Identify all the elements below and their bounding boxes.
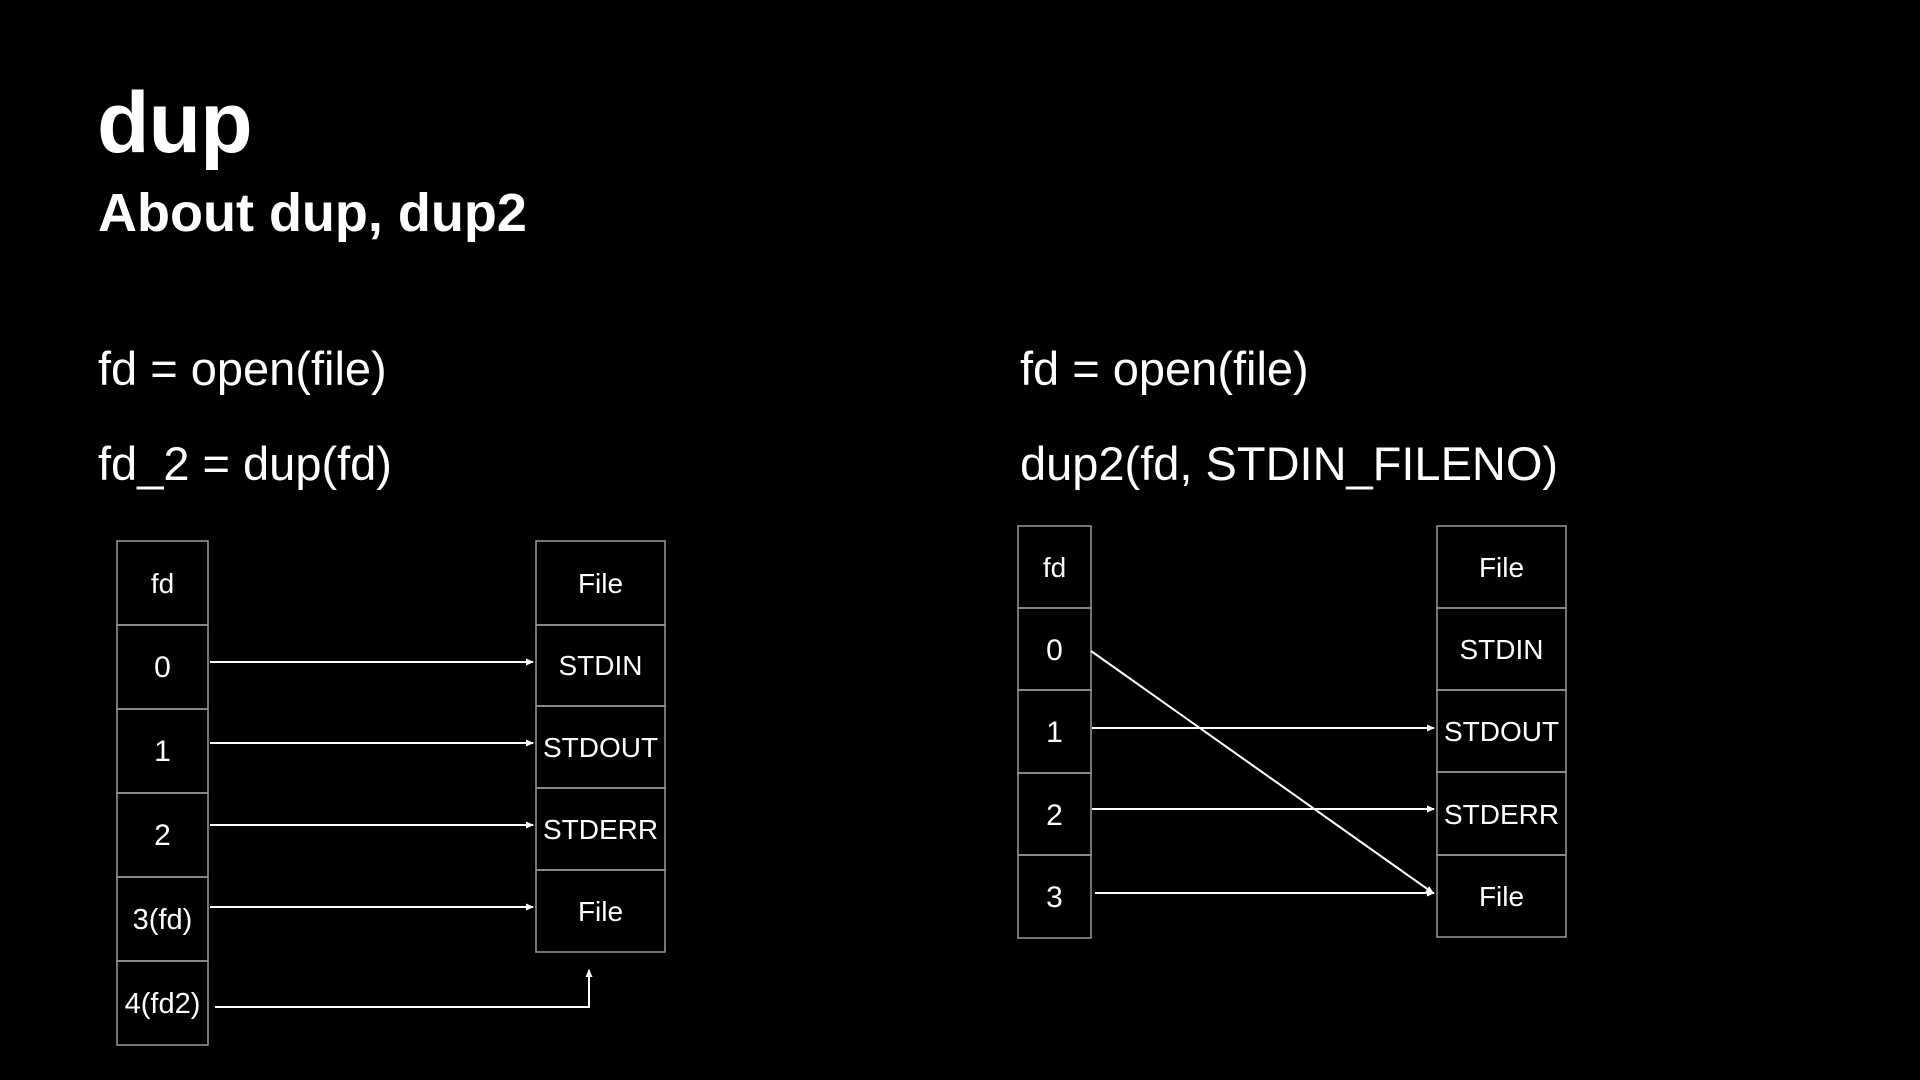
right-fd-value: 3 — [1046, 881, 1063, 914]
left-fd-value: 4(fd2) — [125, 988, 201, 1020]
slide-title: dup — [97, 75, 253, 171]
slide-subtitle: About dup, dup2 — [98, 183, 527, 243]
left-arrow-4-file — [215, 969, 593, 1008]
right-arrow-0-file — [1090, 650, 1434, 894]
left-file-value: STDIN — [559, 650, 643, 681]
left-fd-value: 0 — [154, 651, 171, 684]
left-file-header: File — [578, 568, 623, 599]
right-file-value: File — [1479, 881, 1524, 912]
right-file-value: STDOUT — [1444, 716, 1559, 747]
left-fd-value: 3(fd) — [133, 904, 193, 936]
left-fd-header: fd — [151, 568, 174, 599]
right-fd-header: fd — [1043, 552, 1066, 583]
right-fd-cell — [1017, 854, 1092, 939]
right-fd-value: 0 — [1046, 634, 1063, 667]
left-file-value: STDOUT — [543, 732, 658, 763]
right-file-cell — [1436, 854, 1567, 938]
left-fd-table: fd 0 1 2 3(fd) 4(fd2) — [116, 540, 209, 1046]
right-fd-value: 1 — [1046, 716, 1063, 749]
right-file-header: File — [1479, 552, 1524, 583]
right-code-dup2: dup2(fd, STDIN_FILENO) — [1020, 437, 1559, 490]
right-file-table: File STDIN STDOUT STDERR File — [1436, 525, 1567, 938]
left-arrows — [210, 658, 593, 1008]
right-arrows — [1090, 650, 1435, 897]
left-code-dup: fd_2 = dup(fd) — [98, 437, 392, 490]
right-fd-value: 2 — [1046, 799, 1063, 832]
left-code-open: fd = open(file) — [98, 342, 387, 395]
left-fd-cell — [116, 960, 209, 1046]
left-file-value: File — [578, 896, 623, 927]
left-fd-value: 2 — [154, 819, 171, 852]
right-code-open: fd = open(file) — [1020, 342, 1309, 395]
left-file-table: File STDIN STDOUT STDERR File — [535, 540, 666, 953]
right-file-value: STDIN — [1460, 634, 1544, 665]
left-file-cell — [535, 869, 666, 953]
right-file-value: STDERR — [1444, 799, 1559, 830]
left-fd-value: 1 — [154, 735, 171, 768]
left-file-value: STDERR — [543, 814, 658, 845]
right-fd-table: fd 0 1 2 3 — [1017, 525, 1092, 939]
